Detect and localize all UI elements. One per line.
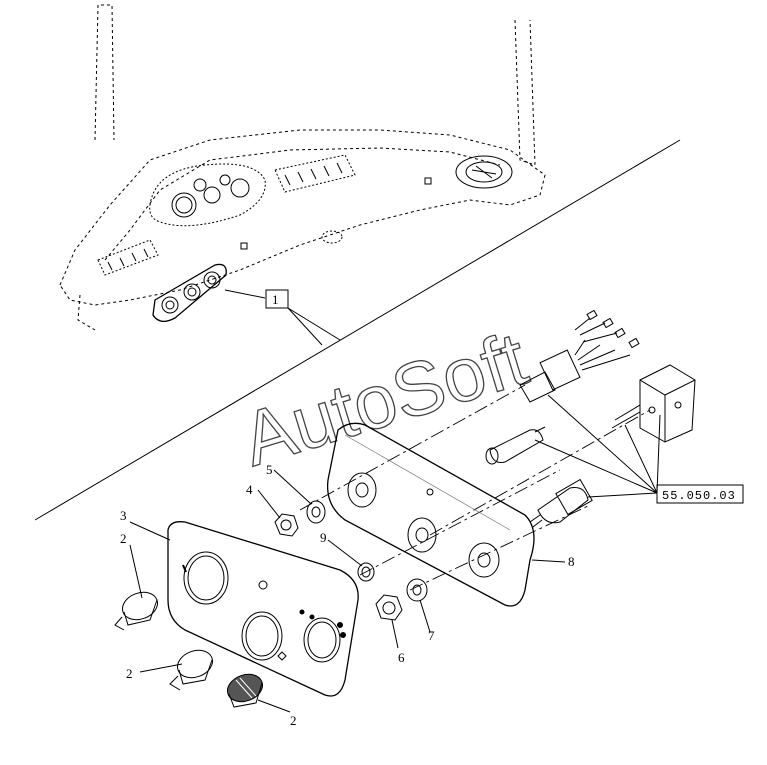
resistor-cartridge: [485, 426, 546, 465]
air-vent: [455, 155, 513, 189]
cab-post-right: [514, 19, 536, 166]
callout-2-middle: 2: [126, 666, 133, 681]
callout-8: 8: [568, 554, 575, 569]
callout-3: 3: [120, 508, 127, 523]
callout-4: 4: [246, 482, 253, 497]
view-reference: [224, 289, 341, 346]
switch-bank-left: [97, 239, 159, 276]
cab-post-left: [94, 4, 115, 141]
nut-6: [375, 594, 403, 621]
washer-5: [306, 500, 326, 524]
dashboard-outline: [59, 129, 546, 306]
rear-plate: [326, 422, 535, 607]
reference-box-text: 55.050.03: [662, 489, 736, 503]
small-marks: [240, 177, 432, 250]
callout-7: 7: [428, 628, 435, 643]
dashboard-crease: [104, 147, 501, 261]
valve-block: [611, 364, 696, 443]
knob-lower: [227, 673, 263, 708]
callout-2-lower: 2: [290, 713, 297, 728]
callout-6: 6: [398, 650, 405, 665]
knob-upper: [114, 591, 158, 631]
dashboard-detail: [59, 4, 546, 331]
rotary-switch-lower: [529, 478, 593, 528]
rotary-switch-upper: [519, 309, 640, 403]
washer-7: [406, 578, 428, 602]
section-separator-line: [34, 139, 681, 521]
panel-location: [152, 263, 227, 322]
callout-2-upper: 2: [120, 531, 127, 546]
nut-4: [274, 513, 299, 537]
ref-leaders: [534, 394, 661, 498]
dashboard-lower-edge: [77, 294, 96, 331]
callout-5: 5: [266, 462, 273, 477]
callout-leaders: [129, 469, 566, 713]
callout-1: 1: [272, 292, 279, 307]
front-panel: [167, 521, 359, 697]
reference-box: [656, 484, 744, 504]
center-lines: [299, 384, 651, 591]
bush-9: [357, 562, 375, 582]
instrument-cluster: [149, 163, 266, 227]
knob-middle: [169, 649, 213, 691]
callout-9: 9: [320, 530, 327, 545]
switch-bank-right: [274, 154, 356, 193]
